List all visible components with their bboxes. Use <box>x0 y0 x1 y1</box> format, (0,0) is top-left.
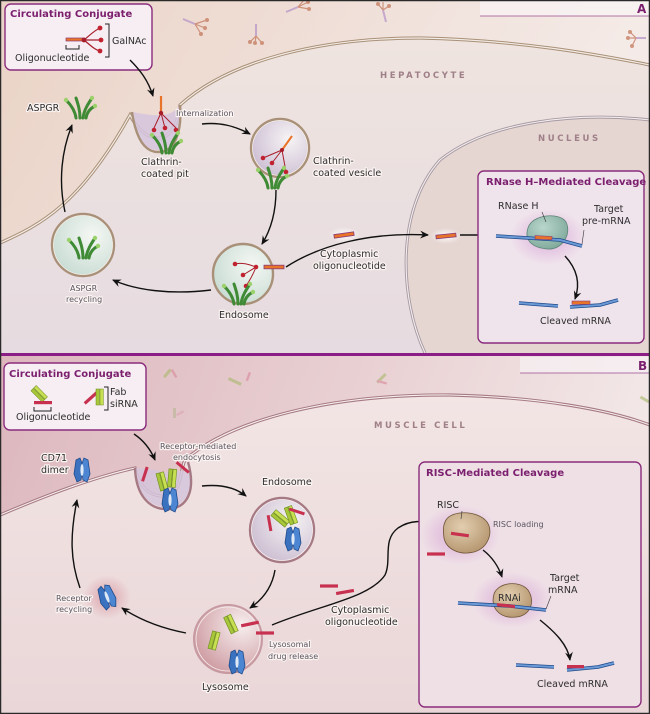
sirna-strand <box>83 390 100 405</box>
circulating-conjugate-box-a: Circulating Conjugate Oligonucleotide Ga… <box>4 3 153 71</box>
rnase-h-label: RNase H <box>498 201 539 212</box>
galnac-bracket <box>105 23 110 58</box>
conjugate-box-title-b: Circulating Conjugate <box>9 369 131 380</box>
risc-complex <box>443 512 491 554</box>
target-mrna-label-line1: Target <box>549 573 580 584</box>
vesicle-label-line2: coated vesicle <box>313 168 381 179</box>
cd71-label-line2: dimer <box>41 465 69 476</box>
rnase-h-box-title: RNase H–Mediated Cleavage <box>486 177 646 188</box>
lysosomal-release-line1: Lysosomal <box>269 640 311 649</box>
rme-label-line2: endocytosis <box>173 453 221 462</box>
panel-a: HEPATOCYTE NUCLEUS A <box>0 0 650 354</box>
risc-loading-label: RISC loading <box>493 520 544 529</box>
galnac-sugar <box>97 48 103 54</box>
endosome-a <box>211 242 275 306</box>
floating-conjugate <box>626 30 646 48</box>
panel-a-letter: A <box>637 2 647 16</box>
asgpr-label: ASPGR <box>27 103 60 114</box>
endosome-b <box>248 496 316 564</box>
pathway-arrows-b <box>71 433 441 634</box>
galnac-sugar <box>98 37 104 43</box>
clathrin-coated-pit <box>130 96 185 155</box>
rnase-h-enzyme <box>526 215 569 250</box>
oligonucleotide-label-b: Oligonucleotide <box>16 412 91 423</box>
oligo-bracket <box>65 45 80 50</box>
endosome-label-b: Endosome <box>262 477 312 488</box>
cleaved-mrna-label-b: Cleaved mRNA <box>537 679 608 690</box>
circulating-conjugate-box-b: Circulating Conjugate Oligonucleotide Fa… <box>3 362 147 431</box>
cyto-oligo-label-line1: Cytoplasmic <box>320 249 378 260</box>
target-mrna-label-line2: mRNA <box>548 585 578 596</box>
internalization-label: Internalization <box>176 109 233 118</box>
asgpr-recycling-vesicle <box>50 212 116 278</box>
conjugate-box-title: Circulating Conjugate <box>10 9 132 20</box>
floating-conjugate <box>376 2 391 23</box>
pathway-arrows-a <box>60 59 493 293</box>
muscle-cell-label: MUSCLE CELL <box>374 421 467 431</box>
fab-fragment <box>30 385 48 403</box>
cyto-oligo-b-line1: Cytoplasmic <box>331 605 389 616</box>
target-premrna-label-line2: pre-mRNA <box>582 216 631 227</box>
clathrin-coated-vesicle <box>249 117 311 190</box>
cyto-oligo-label-line2: oligonucleotide <box>313 261 386 272</box>
pit-label-line2: coated pit <box>141 169 189 180</box>
rnase-h-cleavage-box: RNase H–Mediated Cleavage RNase H Target… <box>477 170 646 344</box>
nucleus-label: NUCLEUS <box>538 134 601 144</box>
target-pre-mrna <box>495 235 583 247</box>
receptor-recycling-line1: Receptor <box>56 594 93 603</box>
hepatocyte-label: HEPATOCYTE <box>380 71 467 81</box>
recycling-label-line1: ASPGR <box>70 284 98 293</box>
oligonucleotide-strand <box>65 37 85 42</box>
rnai-label: RNAi <box>498 593 521 604</box>
cleaved-mrna-fragment <box>569 299 619 308</box>
target-premrna-label-line1: Target <box>593 204 624 215</box>
cd71-label-line1: CD71 <box>41 453 67 464</box>
risc-label: RISC <box>437 500 459 511</box>
risc-cleavage-box: RISC-Mediated Cleavage RISC RISC loading… <box>418 461 642 708</box>
cyto-oligo-b-line2: oligonucleotide <box>325 617 398 628</box>
cleaved-mrna-fragment <box>515 664 555 668</box>
panel-b-letter: B <box>638 359 647 373</box>
galnac-label: GalNAc <box>112 36 146 47</box>
lysosomal-release-line2: drug release <box>268 652 318 661</box>
sirna-strand <box>34 401 52 405</box>
receptor-recycling-line2: recycling <box>56 605 92 614</box>
lysosome-label: Lysosome <box>202 682 249 693</box>
risc-box-title: RISC-Mediated Cleavage <box>426 468 564 479</box>
cleaved-mrna-fragment <box>518 302 559 307</box>
pit-label-line1: Clathrin- <box>141 157 182 168</box>
free-sirna <box>427 552 445 556</box>
cleaved-mrna-label-a: Cleaved mRNA <box>540 316 611 327</box>
panel-b: MUSCLE CELL B Circulating Conjugate <box>0 356 650 714</box>
floating-conjugate <box>182 18 209 36</box>
recycling-label-line2: recycling <box>66 295 102 304</box>
panel-divider <box>0 353 650 356</box>
cytoplasmic-sirna <box>320 584 338 588</box>
floating-conjugate <box>163 368 650 418</box>
cleaved-mrna-fragment <box>566 662 615 671</box>
endosome-label-a: Endosome <box>219 310 269 321</box>
fab-label: Fab <box>110 387 126 398</box>
lysosome <box>193 604 263 675</box>
sirna-label: siRNA <box>110 399 138 410</box>
released-oligonucleotide <box>263 264 285 270</box>
galnac-sugar <box>97 25 103 31</box>
rme-label-line1: Receptor-mediated <box>160 442 236 451</box>
floating-conjugate <box>248 24 264 45</box>
oligonucleotide-label: Oligonucleotide <box>15 53 90 64</box>
released-sirna <box>256 631 274 635</box>
vesicle-label-line1: Clathrin- <box>313 156 354 167</box>
endocytosis-pit <box>133 461 193 513</box>
